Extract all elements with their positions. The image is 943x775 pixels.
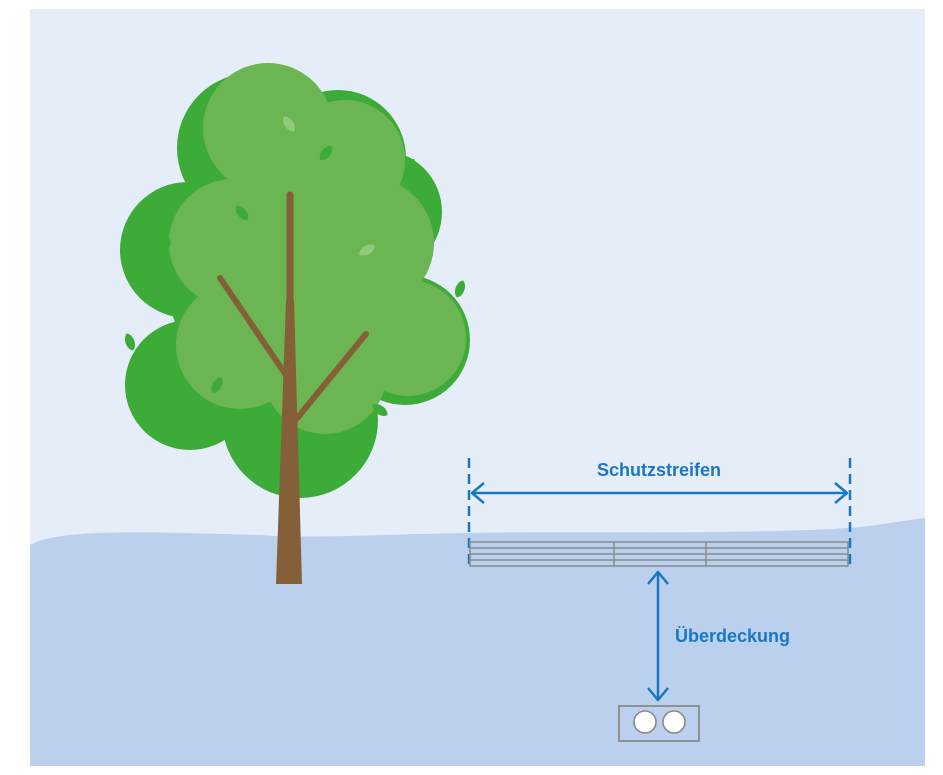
tree-icon xyxy=(120,63,470,584)
tree-trunk-base xyxy=(276,300,302,584)
cover-depth-label: Überdeckung xyxy=(675,626,790,646)
protective-strip-label: Schutzstreifen xyxy=(597,460,721,480)
cable-pipe-left xyxy=(633,710,657,734)
ground-area xyxy=(30,518,925,766)
protection-slab-icon xyxy=(469,541,849,567)
arrow-head-right-icon xyxy=(834,482,849,504)
protective-strip-dimension: Schutzstreifen xyxy=(467,458,852,566)
cover-depth-dimension: Überdeckung xyxy=(647,570,790,702)
tree-crown-light xyxy=(169,63,466,434)
tree-leaves xyxy=(125,116,465,416)
arrow-head-up-icon xyxy=(647,570,669,585)
cable-duct-icon xyxy=(618,705,700,742)
cable-pipe-right xyxy=(662,710,686,734)
arrow-head-down-icon xyxy=(647,687,669,702)
arrow-head-left-icon xyxy=(470,482,485,504)
